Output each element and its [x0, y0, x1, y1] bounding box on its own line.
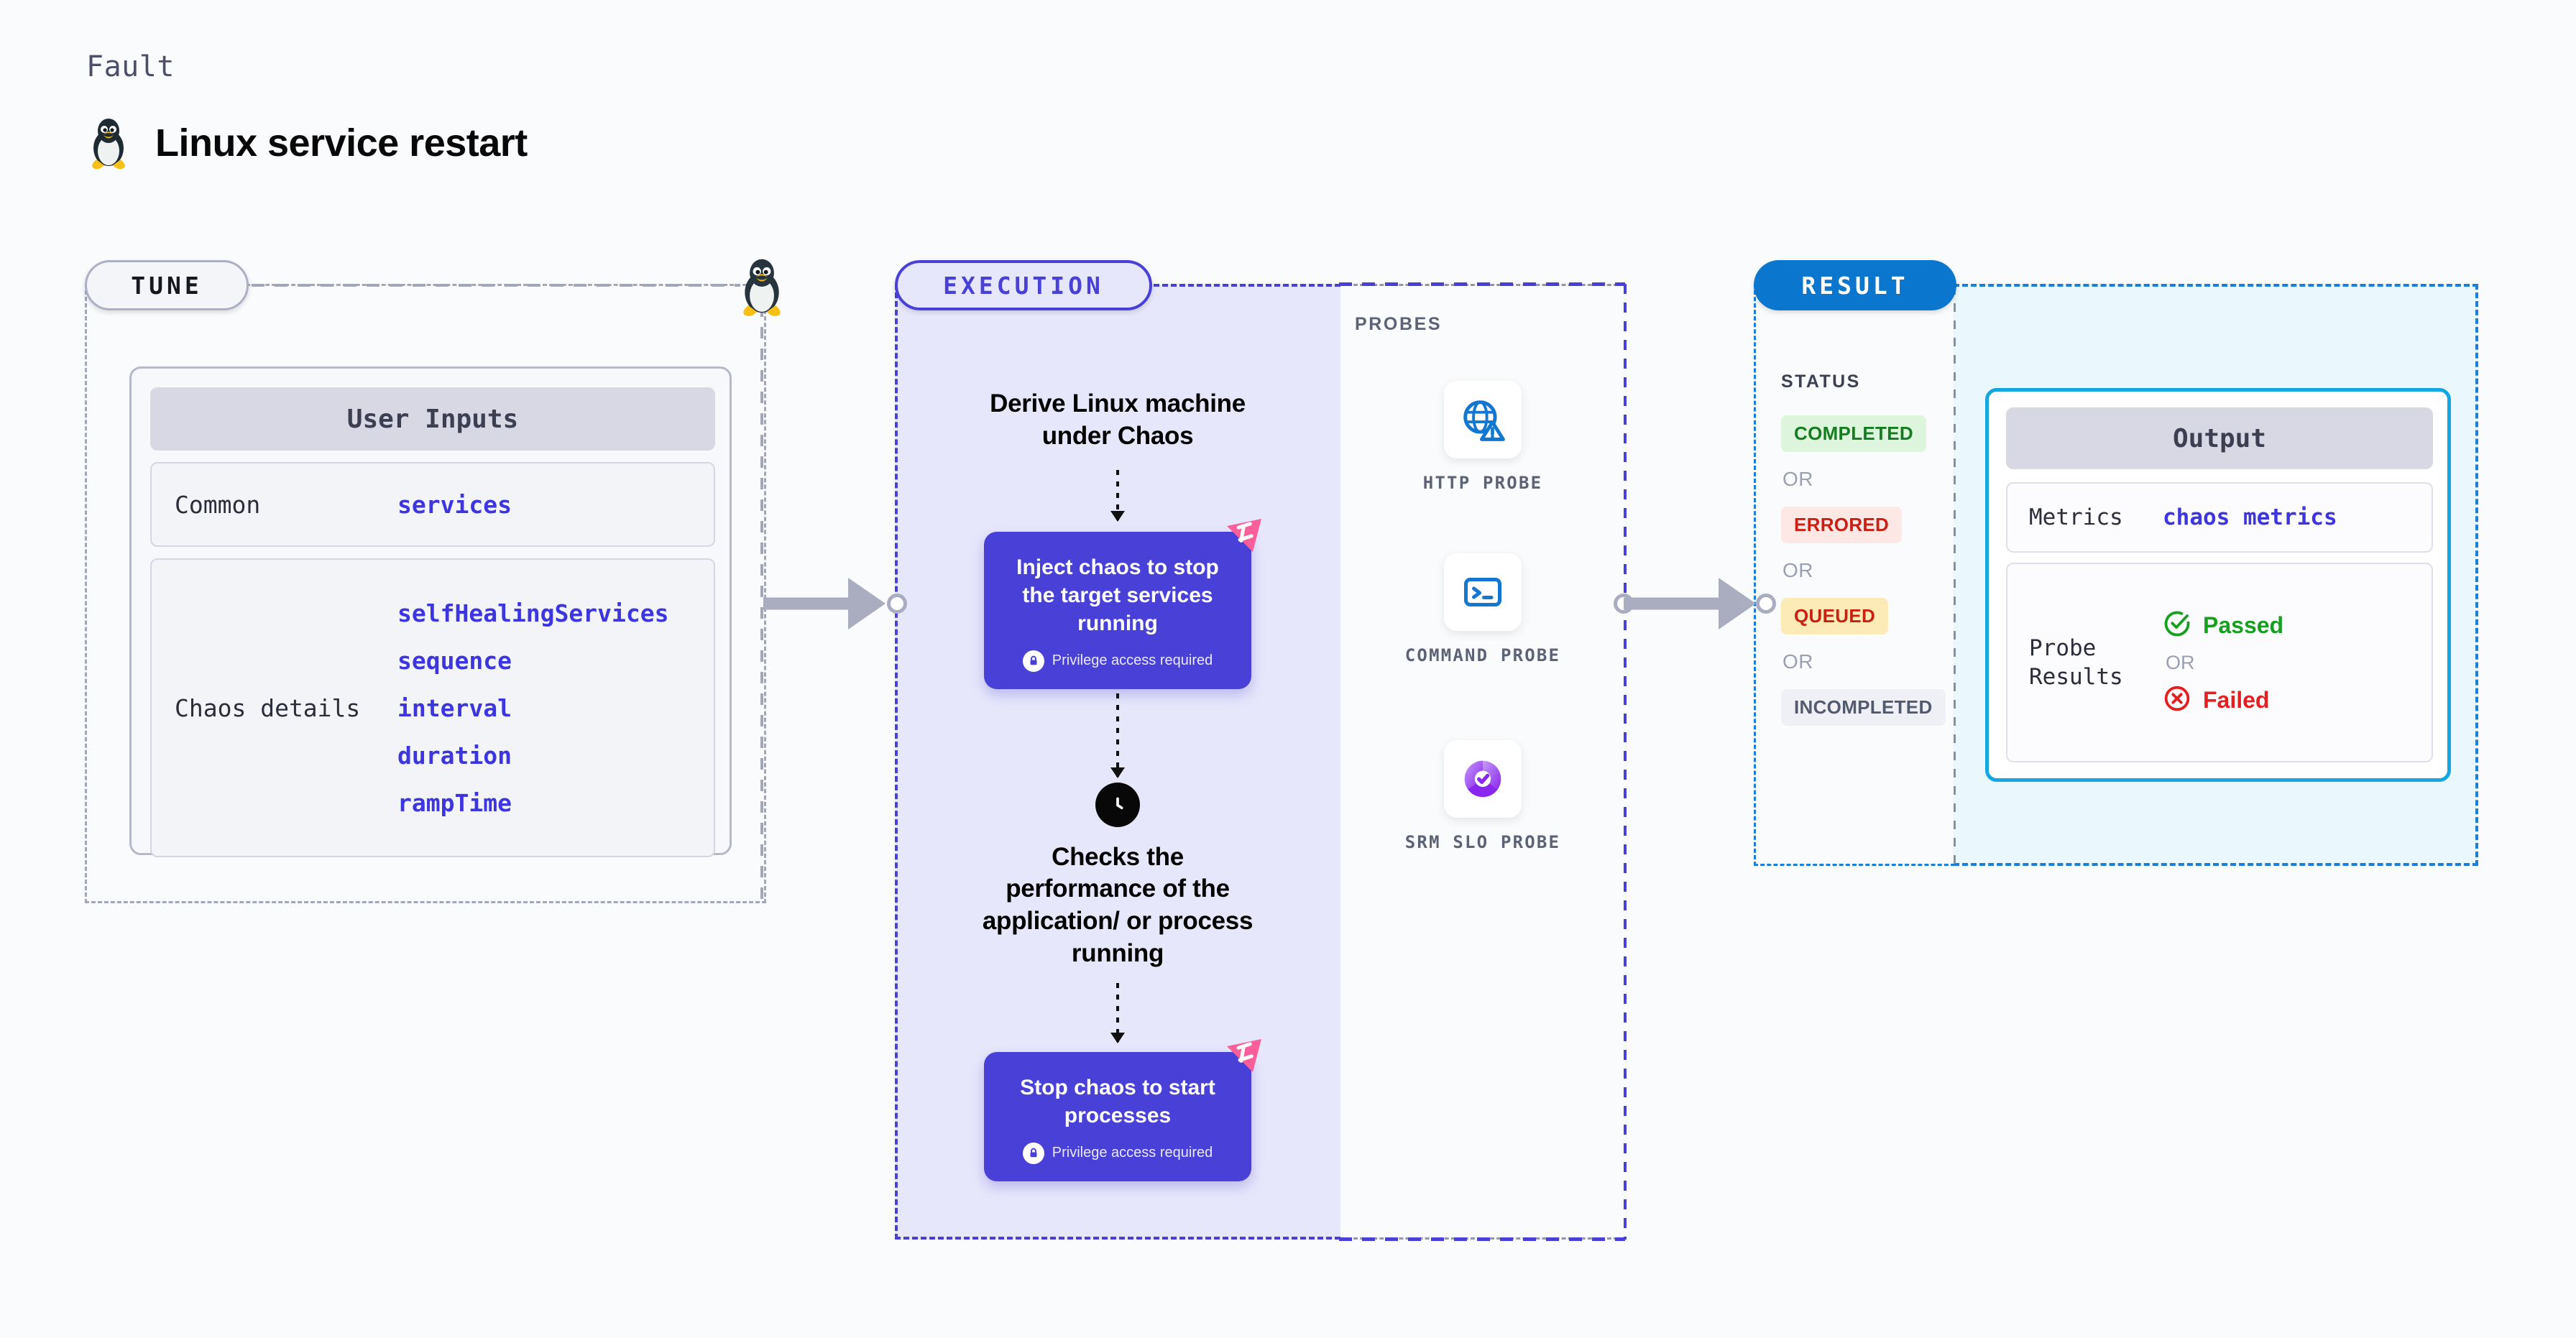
status-or-1: OR	[1782, 468, 1813, 490]
page-eyebrow: Fault	[86, 50, 175, 83]
execution-step-checks: Checks the performance of the applicatio…	[982, 842, 1254, 967]
status-list: COMPLETED OR ERRORED OR QUEUED OR INCOMP…	[1781, 415, 1946, 726]
probe-srm-slo-label: SRM SLO PROBE	[1404, 832, 1561, 852]
flow-arrow-1	[1110, 469, 1125, 522]
result-status-section	[1754, 284, 1955, 866]
tune-value-ramptime[interactable]: rampTime	[397, 788, 512, 817]
tune-row-label: Common	[175, 490, 261, 519]
stop-privilege-text: Privilege access required	[1052, 1145, 1213, 1161]
tune-row-values: selfHealingServices sequence interval du…	[397, 599, 669, 817]
connector-tune-to-execution	[763, 575, 907, 632]
status-badge-incompleted: INCOMPLETED	[1781, 689, 1946, 726]
probe-srm-slo[interactable]: SRM SLO PROBE	[1393, 740, 1573, 854]
tune-value-selfhealingservices[interactable]: selfHealingServices	[397, 599, 669, 627]
probe-result-or: OR	[2166, 651, 2195, 673]
inject-privilege-note: Privilege access required	[1001, 650, 1234, 672]
output-row-metrics: Metrics chaos metrics	[2006, 482, 2433, 553]
probe-http[interactable]: HTTP PROBE	[1393, 381, 1573, 495]
globe-warning-icon	[1444, 381, 1522, 458]
status-badge-queued: QUEUED	[1781, 598, 1889, 635]
status-badge-errored: ERRORED	[1781, 507, 1903, 543]
terminal-icon	[1444, 553, 1522, 631]
status-or-2: OR	[1782, 559, 1813, 581]
output-row-probe-results: Probe Results Passed OR	[2006, 563, 2433, 762]
tune-leader-line	[252, 284, 740, 287]
probe-result-failed: Failed	[2163, 684, 2283, 716]
probe-command-label: COMMAND PROBE	[1404, 645, 1561, 665]
linux-tux-icon	[86, 115, 131, 171]
user-inputs-title: User Inputs	[150, 387, 715, 451]
execution-step-stop-chaos[interactable]: Stop chaos to start processes Privilege …	[984, 1038, 1261, 1181]
linux-tux-marker-icon	[735, 255, 789, 318]
probe-passed-label: Passed	[2203, 612, 2284, 638]
stop-chaos-title: Stop chaos to start processes	[1020, 1075, 1215, 1127]
execution-step-inject-chaos[interactable]: Inject chaos to stop the target services…	[984, 518, 1261, 689]
execution-top-border-right	[1339, 282, 1625, 286]
tune-value-duration[interactable]: duration	[397, 741, 512, 770]
probes-label: PROBES	[1355, 314, 1443, 334]
flow-arrow-2	[1110, 693, 1125, 778]
tune-value-interval[interactable]: interval	[397, 693, 512, 722]
lock-icon	[1022, 650, 1044, 672]
probe-command[interactable]: COMMAND PROBE	[1393, 553, 1573, 668]
probe-result-values: Passed OR Failed	[2163, 609, 2283, 716]
inject-chaos-title: Inject chaos to stop the target services…	[1016, 555, 1219, 635]
flow-arrow-3	[1110, 982, 1125, 1043]
output-card: Output Metrics chaos metrics Probe Resul…	[1985, 388, 2451, 782]
output-metrics-value[interactable]: chaos metrics	[2163, 504, 2337, 530]
page-title: Linux service restart	[155, 121, 528, 165]
execution-flow: Derive Linux machine under Chaos Inject …	[895, 388, 1340, 1181]
harness-logo-icon	[1224, 517, 1264, 555]
tune-row-common: Common services	[150, 462, 715, 547]
tune-right-border	[760, 284, 763, 903]
status-or-3: OR	[1782, 650, 1813, 673]
tune-value-sequence[interactable]: sequence	[397, 646, 512, 675]
execution-pill-label[interactable]: EXECUTION	[895, 260, 1152, 310]
status-label: STATUS	[1781, 372, 1861, 392]
connector-execution-to-result	[1614, 575, 1776, 632]
tune-row-chaos-details: Chaos details selfHealingServices sequen…	[150, 558, 715, 857]
user-inputs-card: User Inputs Common services Chaos detail…	[129, 366, 732, 857]
tune-value-services[interactable]: services	[397, 490, 512, 519]
x-circle-icon	[2163, 684, 2191, 716]
probe-result-passed: Passed	[2163, 609, 2283, 642]
output-probe-label: Probe Results	[2029, 635, 2123, 690]
execution-step-derive: Derive Linux machine under Chaos	[990, 389, 1246, 450]
tune-pill-label[interactable]: TUNE	[85, 260, 249, 310]
page-title-row: Linux service restart	[86, 115, 528, 171]
output-card-title: Output	[2006, 407, 2433, 469]
probe-http-label: HTTP PROBE	[1422, 473, 1543, 493]
probes-right-border	[1624, 284, 1627, 1240]
lock-icon	[1022, 1142, 1044, 1164]
probe-failed-label: Failed	[2203, 686, 2270, 713]
output-metrics-label: Metrics	[2029, 504, 2123, 530]
execution-bottom-border-right	[1339, 1237, 1625, 1241]
status-badge-completed: COMPLETED	[1781, 415, 1926, 452]
clock-icon	[1095, 782, 1140, 827]
slo-donut-check-icon	[1444, 740, 1522, 818]
tune-row-label: Chaos details	[175, 693, 361, 722]
result-pill-label[interactable]: RESULT	[1754, 260, 1956, 310]
harness-logo-icon	[1224, 1038, 1264, 1075]
inject-privilege-text: Privilege access required	[1052, 652, 1213, 669]
result-inner-divider	[1954, 286, 1956, 864]
stop-privilege-note: Privilege access required	[1001, 1142, 1234, 1164]
check-circle-icon	[2163, 609, 2191, 642]
tune-row-values: services	[397, 491, 512, 519]
